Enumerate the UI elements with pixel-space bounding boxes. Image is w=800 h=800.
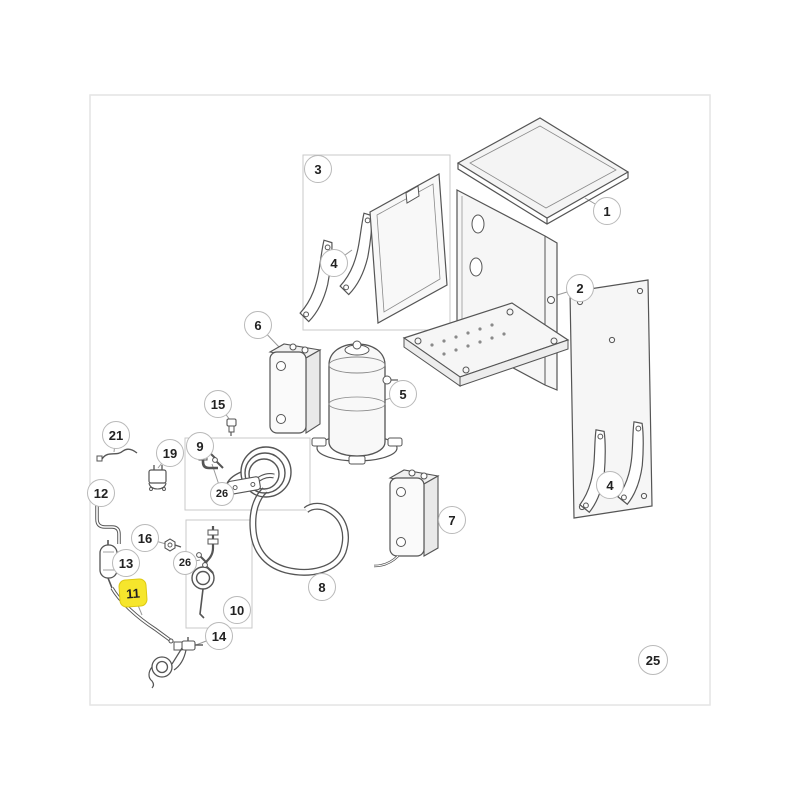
part-11-tube	[110, 587, 174, 644]
part-6-heat-exchanger	[268, 343, 322, 435]
part-callout-2[interactable]: 2	[566, 274, 594, 302]
part-callout-19[interactable]: 19	[156, 439, 184, 467]
part-callout-8[interactable]: 8	[308, 573, 336, 601]
part-5-compressor	[311, 340, 403, 465]
part-number: 2	[576, 280, 584, 296]
part-number: 6	[254, 317, 262, 333]
part-1-top-panel	[456, 117, 630, 225]
part-7-heat-exchanger	[373, 469, 440, 568]
part-19-pressure-switch	[148, 465, 167, 491]
part-3-door-panel	[369, 173, 448, 324]
part-number: 26	[215, 488, 229, 500]
part-callout-14[interactable]: 14	[205, 622, 233, 650]
part-2-cabinet-assembly	[402, 189, 570, 391]
part-16-fitting	[164, 538, 182, 552]
diagram-frame	[89, 94, 711, 706]
part-callout-4-panel[interactable]: 4	[596, 471, 624, 499]
part-callout-12[interactable]: 12	[87, 479, 115, 507]
part-number: 5	[399, 386, 407, 402]
part-12-elbow-tube	[95, 503, 121, 544]
part-callout-4-door[interactable]: 4	[320, 249, 348, 277]
part-number: 9	[196, 438, 204, 454]
part-number: 12	[93, 485, 109, 501]
part-callout-26-a[interactable]: 26	[210, 482, 234, 506]
part-callout-9[interactable]: 9	[186, 432, 214, 460]
part-number: 4	[330, 255, 338, 271]
part-number: 25	[645, 652, 661, 668]
part-callout-26-b[interactable]: 26	[173, 551, 197, 575]
part-number: 3	[314, 161, 322, 177]
part-callout-1[interactable]: 1	[593, 197, 621, 225]
part-callout-11-highlighted[interactable]: 11	[118, 578, 148, 608]
part-number: 8	[318, 579, 326, 595]
part-callout-21[interactable]: 21	[102, 421, 130, 449]
part-callout-6[interactable]: 6	[244, 311, 272, 339]
part-number: 21	[108, 427, 124, 443]
part-number: 1	[603, 203, 611, 219]
part-callout-16[interactable]: 16	[131, 524, 159, 552]
part-number: 11	[125, 585, 141, 601]
part-callout-10[interactable]: 10	[223, 596, 251, 624]
part-number: 16	[137, 530, 153, 546]
part-15-valve-core	[226, 418, 237, 436]
part-number: 7	[448, 512, 456, 528]
part-number: 14	[211, 628, 227, 644]
part-callout-5[interactable]: 5	[389, 380, 417, 408]
part-callout-15[interactable]: 15	[204, 390, 232, 418]
part-callout-25[interactable]: 25	[638, 645, 668, 675]
part-number: 4	[606, 477, 614, 493]
part-number: 19	[162, 445, 178, 461]
part-number: 13	[118, 555, 134, 571]
part-14-valve-coil	[148, 637, 203, 689]
part-number: 10	[229, 602, 245, 618]
group-box-3	[302, 154, 451, 331]
part-number: 15	[210, 396, 226, 412]
part-callout-7[interactable]: 7	[438, 506, 466, 534]
part-8-tube-loop	[249, 473, 349, 576]
base-pan-holes	[430, 323, 506, 356]
part-10-capillary-tube	[191, 526, 219, 619]
part-callout-3[interactable]: 3	[304, 155, 332, 183]
group-box-9	[184, 437, 311, 511]
part-21-wire	[96, 448, 138, 462]
part-number: 26	[178, 557, 192, 569]
part-callout-13[interactable]: 13	[112, 549, 140, 577]
